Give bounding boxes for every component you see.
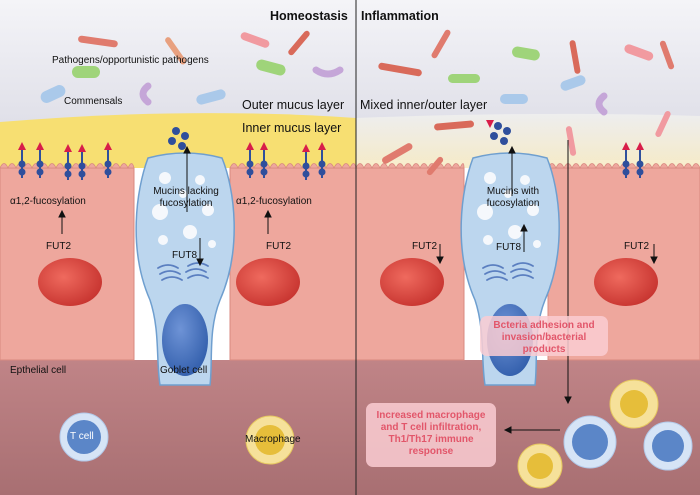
arrows bbox=[58, 140, 658, 434]
bacteria-adhesion-text: Bcteria adhesion and invasion/bacterial … bbox=[493, 320, 595, 355]
fut2-label-left: FUT2 bbox=[46, 241, 71, 252]
commensals-label: Commensals bbox=[64, 96, 123, 107]
golgi-apparatus bbox=[157, 262, 534, 281]
fut2-label-center: FUT2 bbox=[266, 241, 291, 252]
immune-cells bbox=[59, 379, 693, 489]
fut8-label-right: FUT8 bbox=[496, 242, 521, 253]
outer-mucus-label: Outer mucus layer bbox=[242, 98, 345, 112]
inner-mucus-label: Inner mucus layer bbox=[242, 121, 342, 135]
fucosylation-label-right: α1,2-fucosylation bbox=[236, 196, 312, 207]
macrophage-label: Macrophage bbox=[245, 434, 301, 445]
mucin-granules bbox=[152, 172, 541, 248]
header-inflammation: Inflammation bbox=[361, 9, 439, 23]
epithelial-cell-label: Epthelial cell bbox=[10, 365, 67, 376]
header-homeostasis: Homeostasis bbox=[270, 9, 348, 23]
pathogens-label: Pathogens/opportunistic pathogens bbox=[52, 55, 209, 66]
bacteria bbox=[40, 29, 675, 176]
immune-response-box bbox=[366, 403, 496, 467]
fucose-red-mark bbox=[486, 120, 494, 128]
bacteria-adhesion-box bbox=[480, 316, 608, 356]
surface-glycans bbox=[18, 142, 644, 180]
mucins-lacking-label: Mucins lacking fucosylation bbox=[153, 186, 219, 209]
mucins-with-label: Mucins with fucosylation bbox=[486, 186, 540, 209]
epithelial-nuclei bbox=[38, 258, 658, 306]
fucosylation-label-left: α1,2-fucosylation bbox=[10, 196, 86, 207]
fut8-label-left: FUT8 bbox=[172, 250, 197, 261]
fut2-label-right1: FUT2 bbox=[412, 241, 437, 252]
inner-mucus-layer bbox=[0, 113, 356, 168]
fut2-label-right2: FUT2 bbox=[624, 241, 649, 252]
mixed-mucus-label: Mixed inner/outer layer bbox=[360, 98, 488, 112]
secreted-mucin-glycans bbox=[168, 122, 511, 150]
t-cell-label: T cell bbox=[70, 431, 94, 442]
immune-response-text: Increased macrophage and T cell infiltra… bbox=[376, 410, 486, 457]
goblet-cell-label: Goblet cell bbox=[160, 365, 208, 376]
